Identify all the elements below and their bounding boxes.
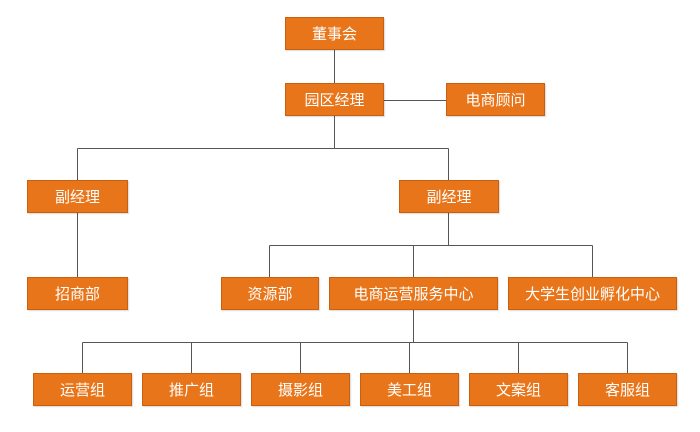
node-copywriting-group-label: 文案组	[495, 381, 541, 399]
node-incubation-center-label: 大学生创业孵化中心	[524, 285, 660, 303]
node-deputy-manager-left: 副经理	[27, 180, 128, 213]
node-park-manager-label: 园区经理	[304, 91, 365, 109]
node-resource-dept: 资源部	[221, 277, 319, 310]
node-ecommerce-center: 电商运营服务中心	[329, 277, 498, 310]
node-ecommerce-center-label: 电商运营服务中心	[353, 285, 474, 303]
node-deputy-manager-left-label: 副经理	[54, 188, 100, 206]
node-deputy-manager-right-label: 副经理	[426, 188, 472, 206]
node-promotion-group: 推广组	[142, 373, 241, 406]
node-customer-service-group: 客服组	[578, 373, 677, 406]
node-investment-dept-label: 招商部	[54, 285, 100, 303]
node-park-manager: 园区经理	[285, 83, 384, 116]
node-customer-service-group-label: 客服组	[604, 381, 650, 399]
node-design-group: 美工组	[360, 373, 459, 406]
node-investment-dept: 招商部	[27, 277, 128, 310]
node-resource-dept-label: 资源部	[247, 285, 293, 303]
node-operations-group: 运营组	[33, 373, 132, 406]
node-promotion-group-label: 推广组	[168, 381, 214, 399]
node-copywriting-group: 文案组	[469, 373, 568, 406]
node-ecommerce-advisor: 电商顾问	[446, 83, 545, 116]
node-ecommerce-advisor-label: 电商顾问	[465, 91, 526, 109]
node-board-label: 董事会	[311, 25, 357, 43]
node-photography-group: 摄影组	[251, 373, 350, 406]
node-design-group-label: 美工组	[386, 381, 432, 399]
node-board: 董事会	[285, 17, 384, 50]
node-photography-group-label: 摄影组	[277, 381, 323, 399]
node-incubation-center: 大学生创业孵化中心	[508, 277, 677, 310]
node-operations-group-label: 运营组	[59, 381, 105, 399]
node-deputy-manager-right: 副经理	[399, 180, 499, 213]
